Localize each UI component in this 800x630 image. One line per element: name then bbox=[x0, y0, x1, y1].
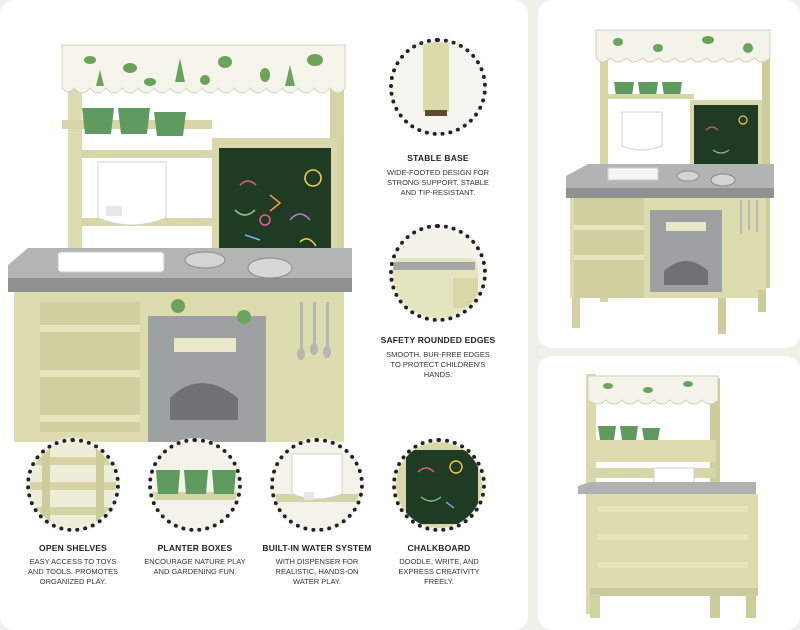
chalkboard-desc: DOODLE, WRITE, AND EXPRESS CREATIVITY FR… bbox=[398, 557, 480, 587]
play-kitchen-back-view bbox=[578, 374, 758, 618]
angled-view-panel bbox=[538, 0, 800, 348]
water-system-detail-image bbox=[270, 438, 364, 532]
planter-boxes-detail-image bbox=[148, 438, 242, 532]
open-shelves-desc: EASY ACCESS TO TOYS AND TOOLS. PROMOTES … bbox=[27, 557, 119, 587]
water-system-desc: WITH DISPENSER FOR REALISTIC, HANDS-ON W… bbox=[275, 557, 359, 587]
stable-base-title: STABLE BASE bbox=[407, 153, 469, 163]
play-kitchen-front-view bbox=[8, 44, 352, 450]
safety-edges-title: SAFETY ROUNDED EDGES bbox=[380, 335, 496, 345]
stable-base-desc: WIDE-FOOTED DESIGN FOR STRONG SUPPORT. S… bbox=[386, 168, 490, 198]
planter-boxes-desc: ENCOURAGE NATURE PLAY AND GARDENING FUN. bbox=[144, 557, 246, 577]
main-product-panel: STABLE BASE WIDE-FOOTED DESIGN FOR STRON… bbox=[0, 0, 528, 630]
safety-edges-desc: SMOOTH, BUR-FREE EDGES TO PROTECT CHILDR… bbox=[386, 350, 490, 380]
open-shelves-detail-image bbox=[26, 438, 120, 532]
open-shelves-title: OPEN SHELVES bbox=[39, 543, 107, 553]
water-system-title: BUILT-IN WATER SYSTEM bbox=[262, 543, 372, 553]
back-view-panel bbox=[538, 356, 800, 630]
play-kitchen-angled-view bbox=[566, 29, 774, 334]
safety-edges-detail-image bbox=[389, 224, 487, 322]
chalkboard-title: CHALKBOARD bbox=[407, 543, 471, 553]
chalkboard-detail-image bbox=[392, 438, 486, 532]
stable-base-detail-image bbox=[389, 38, 487, 136]
planter-boxes-title: PLANTER BOXES bbox=[157, 543, 233, 553]
